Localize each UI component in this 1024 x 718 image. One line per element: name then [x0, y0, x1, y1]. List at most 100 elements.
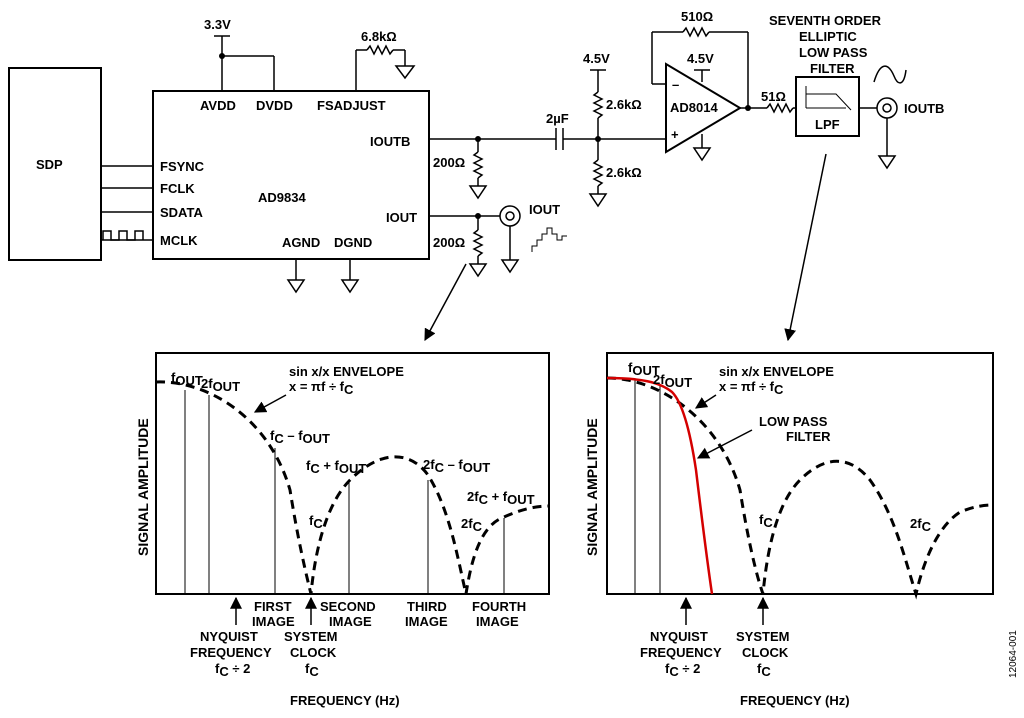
bias-supply-label: 4.5V	[583, 51, 610, 66]
dgnd-ground-icon	[340, 279, 360, 294]
left-fourth-image-line1: FOURTH	[472, 599, 526, 614]
pin-sdata: SDATA	[160, 205, 203, 220]
left-fourth-image-line2: IMAGE	[476, 614, 519, 629]
pin-dgnd: DGND	[334, 235, 372, 250]
arrow-iout-to-left-plot	[424, 263, 467, 342]
series-resistor	[766, 102, 796, 114]
ioutb-probe-icon	[876, 97, 898, 170]
right-lpf-annotation-line1: LOW PASS	[759, 414, 828, 429]
sdp-block	[8, 67, 102, 261]
right-label-fout: fOUT	[628, 360, 660, 378]
filter-title-line4: FILTER	[810, 61, 855, 76]
right-spectrum-plot: SIGNAL AMPLITUDE fOUT 2fOUT fC 2fC sin x…	[584, 352, 994, 708]
right-system-clock-line1: SYSTEM	[736, 629, 789, 644]
left-nyquist-line2: FREQUENCY	[190, 645, 272, 660]
left-spectrum-plot: SIGNAL AMPLITUDE fOUT 2fOUT fC – fOUT fC…	[135, 352, 550, 708]
pin-mclk: MCLK	[160, 233, 198, 248]
right-label-fc: fC	[759, 512, 773, 530]
pin-fsadjust: FSADJUST	[317, 98, 386, 113]
sdp-bus-wires	[101, 165, 153, 241]
iout-stepped-waveform-icon	[531, 227, 567, 252]
opamp-ground-icon	[692, 147, 712, 162]
arrow-filter-to-right-plot	[784, 153, 827, 342]
opamp-minus-label: –	[672, 77, 679, 92]
filter-title-line2: ELLIPTIC	[799, 29, 857, 44]
r-series-label: 51Ω	[761, 89, 786, 104]
pin-fsync: FSYNC	[160, 159, 205, 174]
left-system-clock-line2: CLOCK	[290, 645, 337, 660]
r-load-iout-label: 200Ω	[433, 235, 465, 250]
right-envelope-pointer	[694, 394, 717, 409]
left-third-image-line2: IMAGE	[405, 614, 448, 629]
r-fsadjust-label: 6.8kΩ	[361, 29, 397, 44]
bias-ground-icon	[588, 193, 608, 208]
filter-title-line3: LOW PASS	[799, 45, 868, 60]
pin-agnd: AGND	[282, 235, 320, 250]
left-envelope-title: sin x/x ENVELOPE	[289, 364, 404, 379]
sdp-label: SDP	[36, 157, 63, 172]
left-label-2fc-minus-fout: 2fC – fOUT	[423, 457, 490, 475]
right-system-clock-line2: CLOCK	[742, 645, 789, 660]
opamp-ad8014	[651, 26, 767, 162]
iout-load-network	[429, 213, 500, 278]
bias-network	[588, 69, 608, 208]
lpf-block-label: LPF	[815, 117, 840, 132]
left-plot-ylabel: SIGNAL AMPLITUDE	[135, 418, 151, 556]
coupling-capacitor	[555, 128, 666, 150]
r-load-ioutb-label: 200Ω	[433, 155, 465, 170]
left-plot-frame	[155, 352, 550, 595]
coupling-cap-label: 2µF	[546, 111, 569, 126]
pin-dvdd: DVDD	[256, 98, 293, 113]
left-first-image-line2: IMAGE	[252, 614, 295, 629]
fsadjust-network	[355, 44, 416, 91]
right-nyquist-line1: NYQUIST	[650, 629, 708, 644]
right-label-2fc: 2fC	[910, 516, 932, 534]
right-plot-xlabel: FREQUENCY (Hz)	[740, 693, 850, 708]
left-plot-xlabel: FREQUENCY (Hz)	[290, 693, 400, 708]
left-label-2fc-plus-fout: 2fC + fOUT	[467, 489, 535, 507]
left-label-fc: fC	[309, 513, 323, 531]
left-system-clock-line1: SYSTEM	[284, 629, 337, 644]
left-envelope-formula: x = πf ÷ fC	[289, 379, 354, 397]
right-harmonic-lines	[634, 379, 661, 594]
pin-iout: IOUT	[386, 210, 417, 225]
right-lpf-annotation-line2: FILTER	[786, 429, 831, 444]
left-envelope-pointer	[253, 394, 287, 413]
right-lowpass-response	[606, 376, 714, 595]
right-plot-ylabel: SIGNAL AMPLITUDE	[584, 418, 600, 556]
ad9834-part-label: AD9834	[258, 190, 306, 205]
chip-grounds	[286, 259, 360, 294]
iout-load-ground-icon	[468, 263, 488, 278]
left-harmonic-lines	[184, 390, 505, 594]
pin-fclk: FCLK	[160, 181, 195, 196]
left-third-image-line1: THIRD	[407, 599, 447, 614]
circuit-schematic: SDP AVDD DVDD FSADJUST IOUTB IOUT FSYNC …	[8, 9, 944, 342]
agnd-ground-icon	[286, 279, 306, 294]
ioutb-probe-label: IOUTB	[904, 101, 944, 116]
pin-avdd: AVDD	[200, 98, 236, 113]
bias-r-bottom-label: 2.6kΩ	[606, 165, 642, 180]
ad9834-block	[152, 90, 430, 260]
bias-r-top-label: 2.6kΩ	[606, 97, 642, 112]
right-sinc-envelope	[606, 376, 994, 600]
supply-3v3-label: 3.3V	[204, 17, 231, 32]
left-system-clock-formula: fC	[305, 661, 319, 679]
right-lpf-pointer	[696, 429, 753, 459]
r-feedback-label: 510Ω	[681, 9, 713, 24]
left-label-2fc: 2fC	[461, 516, 483, 534]
iout-probe-icon	[499, 205, 521, 274]
opamp-plus-label: +	[671, 127, 679, 142]
left-label-fout: fOUT	[171, 370, 203, 388]
left-nyquist-line1: NYQUIST	[200, 629, 258, 644]
left-nyquist-formula: fC ÷ 2	[215, 661, 250, 679]
fsadjust-ground-icon	[394, 65, 416, 80]
right-label-2fout: 2fOUT	[653, 372, 692, 390]
lpf-response-icon	[805, 86, 852, 111]
pin-ioutb: IOUTB	[370, 134, 410, 149]
ioutb-load-network	[429, 136, 556, 200]
left-second-image-line2: IMAGE	[329, 614, 372, 629]
ioutb-load-ground-icon	[468, 185, 488, 200]
right-envelope-title: sin x/x ENVELOPE	[719, 364, 834, 379]
opamp-part-label: AD8014	[670, 100, 718, 115]
